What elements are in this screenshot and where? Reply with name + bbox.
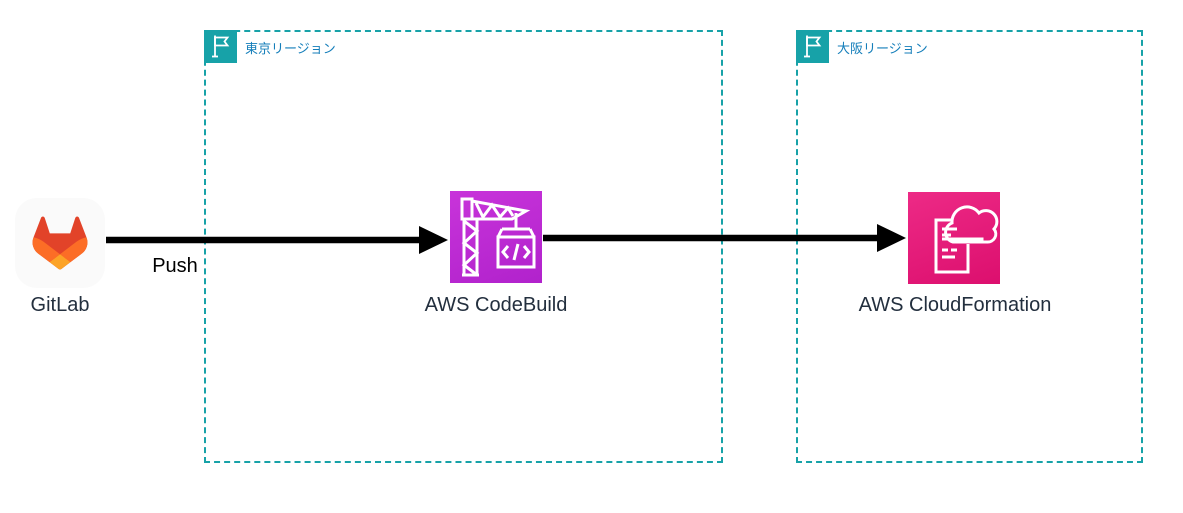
codebuild-label: AWS CodeBuild	[424, 294, 568, 316]
region-tokyo: 東京リージョン	[204, 30, 723, 463]
region-flag-icon	[796, 30, 829, 63]
push-edge-label: Push	[152, 255, 198, 277]
cloudformation-document-cloud-icon	[934, 205, 999, 274]
gitlab-tanuki-icon	[32, 216, 88, 270]
codebuild-crane-icon	[460, 197, 536, 277]
gitlab-label: GitLab	[30, 294, 90, 316]
gitlab-icon	[15, 198, 105, 288]
cloudformation-icon	[908, 192, 1000, 284]
region-osaka: 大阪リージョン	[796, 30, 1143, 463]
cloudformation-label: AWS CloudFormation	[858, 294, 1052, 316]
region-osaka-label: 大阪リージョン	[837, 41, 928, 56]
region-flag-icon	[204, 30, 237, 63]
region-tokyo-label: 東京リージョン	[245, 41, 336, 56]
codebuild-icon	[450, 191, 542, 283]
